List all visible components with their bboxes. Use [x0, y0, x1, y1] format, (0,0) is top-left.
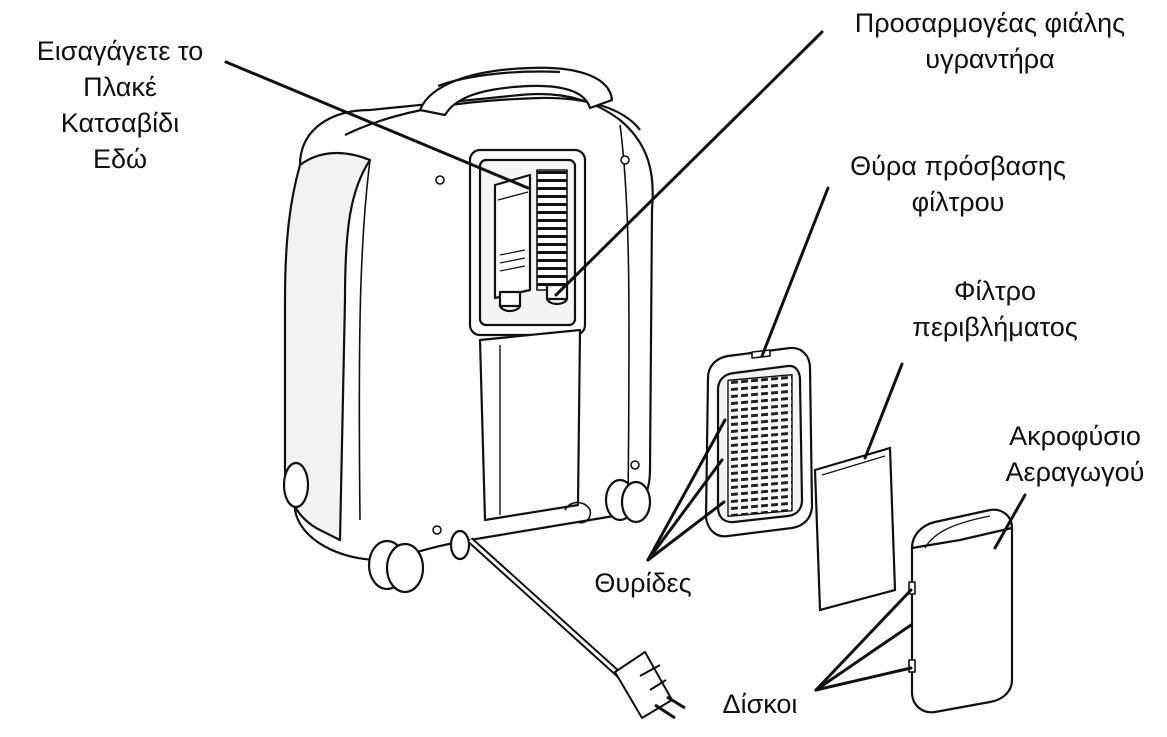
- exhaust-muffler: [908, 508, 1014, 714]
- cord-wrap: [564, 501, 592, 524]
- leader-discs-2: [814, 623, 913, 692]
- label-line: Θυρίδες: [594, 568, 692, 598]
- leader-screwdriver: [224, 60, 530, 190]
- leader-louvers-1: [646, 418, 727, 562]
- label-line: Αεραγωγού: [1005, 457, 1145, 487]
- label-line: Πλακέ: [83, 72, 157, 102]
- label-insert-flat-screwdriver: Εισαγάγετε το Πλακέ Κατσαβίδι Εδώ: [0, 33, 240, 177]
- screw: [432, 525, 442, 535]
- muffler-disc-slot: [908, 659, 916, 673]
- label-line: Εισαγάγετε το: [36, 36, 204, 66]
- label-line: Δίσκοι: [722, 689, 798, 719]
- filter-access-door: [704, 346, 814, 538]
- label-line: Φίλτρο: [953, 276, 1037, 306]
- side-panel: [283, 151, 372, 542]
- wheel-front-right: [604, 478, 652, 524]
- power-cord: [467, 537, 686, 720]
- carry-handle: [418, 66, 614, 117]
- label-line: φίλτρου: [911, 187, 1005, 217]
- screw: [620, 155, 630, 165]
- power-plug: [614, 651, 686, 720]
- leader-filter-door: [760, 186, 830, 358]
- leader-discs-1: [814, 588, 913, 692]
- label-louvers: Θυρίδες: [578, 565, 708, 601]
- muffler-disc-slot: [908, 581, 916, 595]
- wheel-rear-center: [449, 529, 471, 561]
- label-line: Προσαρμογέας φιάλης: [854, 8, 1126, 38]
- leader-lines: [224, 30, 1027, 692]
- wheel-front-left: [367, 539, 425, 594]
- leader-louvers-2: [646, 458, 724, 562]
- screw: [435, 175, 445, 185]
- top-rim: [344, 96, 641, 136]
- label-exhaust-muffler: Ακροφύσιο Αεραγωγού: [990, 418, 1160, 490]
- label-cabinet-filter: Φίλτρο περιβλήματος: [880, 273, 1110, 345]
- door-louver-grid: [727, 374, 793, 518]
- concentrator-unit: [282, 66, 654, 594]
- label-humidifier-bottle-adapter: Προσαρμογέας φιάλης υγραντήρα: [820, 5, 1160, 77]
- label-filter-access-door: Θύρα πρόσβασης φίλτρου: [818, 148, 1098, 220]
- wheel-left-rear: [282, 461, 310, 509]
- label-line: Εδώ: [92, 144, 148, 174]
- label-line: περιβλήματος: [912, 312, 1078, 342]
- leader-exhaust-muffler: [993, 493, 1027, 550]
- screw: [630, 460, 640, 470]
- leader-cabinet-filter: [863, 362, 904, 460]
- label-line: Κατσαβίδι: [60, 108, 180, 138]
- label-line: Ακροφύσιο: [1009, 421, 1141, 451]
- lower-channel: [478, 328, 582, 522]
- label-discs: Δίσκοι: [710, 686, 810, 722]
- leader-louvers-3: [646, 500, 726, 562]
- leader-discs-3: [814, 666, 913, 692]
- cabinet-filter: [813, 446, 897, 612]
- cavity-grille: [536, 169, 568, 291]
- handle-grip: [437, 70, 561, 88]
- label-line: υγραντήρα: [925, 44, 1055, 74]
- leader-humidifier-adapter: [554, 30, 824, 297]
- label-line: Θύρα πρόσβασης: [850, 151, 1066, 181]
